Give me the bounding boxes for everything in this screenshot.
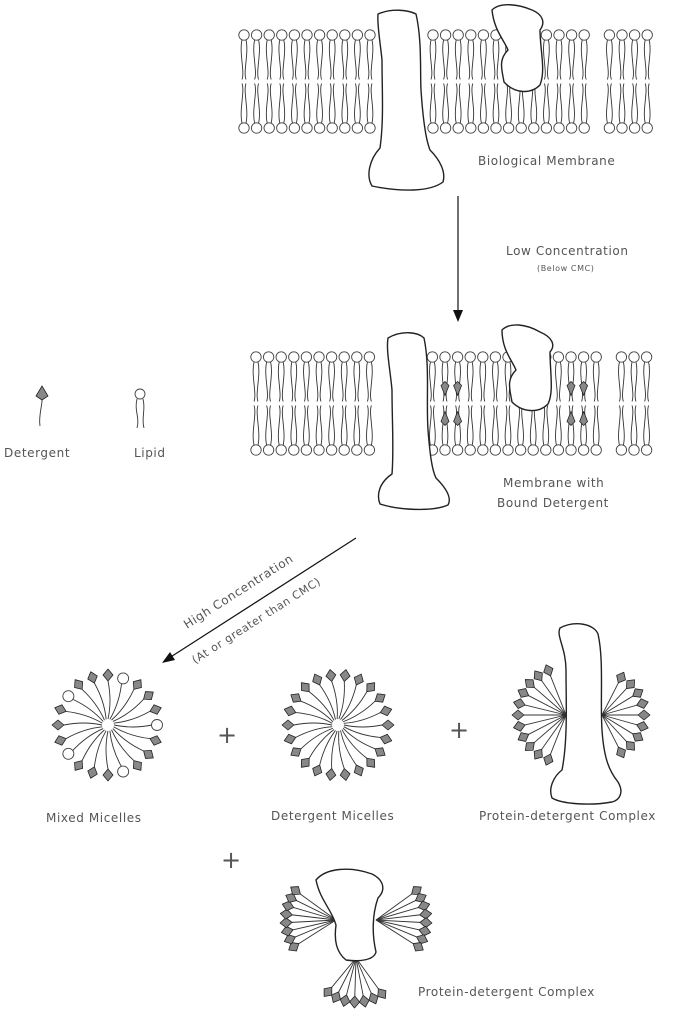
membrane-with-bound-detergent [251, 352, 652, 455]
arrow-down-head [453, 310, 463, 322]
label-bound-detergent: Bound Detergent [497, 496, 609, 510]
label-below-cmc: (Below CMC) [537, 264, 595, 273]
label-membrane-with: Membrane with [503, 476, 604, 490]
mixed-micelle [52, 669, 163, 781]
label-detergent: Detergent [4, 446, 70, 460]
peripheral-protein [492, 5, 543, 92]
arrow-diagonal [166, 538, 356, 660]
label-low-concentration: Low Concentration [506, 244, 629, 258]
plus-sign-2: + [449, 716, 470, 744]
detergent-micelle [282, 670, 394, 781]
transmembrane-protein-2 [379, 333, 450, 510]
arrow-diagonal-head [162, 652, 175, 663]
legend-lipid-icon [135, 389, 145, 428]
label-protein-detergent-complex-1: Protein-detergent Complex [479, 809, 656, 823]
plus-sign-1: + [217, 721, 238, 749]
plus-sign-3: + [221, 846, 242, 874]
label-lipid: Lipid [134, 446, 166, 460]
label-at-or-greater-cmc: (At or greater than CMC) [190, 575, 324, 667]
label-mixed-micelles: Mixed Micelles [46, 811, 142, 825]
label-detergent-micelles: Detergent Micelles [271, 809, 394, 823]
label-high-concentration: High Concentration [181, 551, 296, 631]
legend-detergent-icon [36, 386, 48, 426]
label-biological-membrane: Biological Membrane [478, 154, 615, 168]
biological-membrane [239, 30, 653, 133]
label-protein-detergent-complex-2: Protein-detergent Complex [418, 985, 595, 999]
